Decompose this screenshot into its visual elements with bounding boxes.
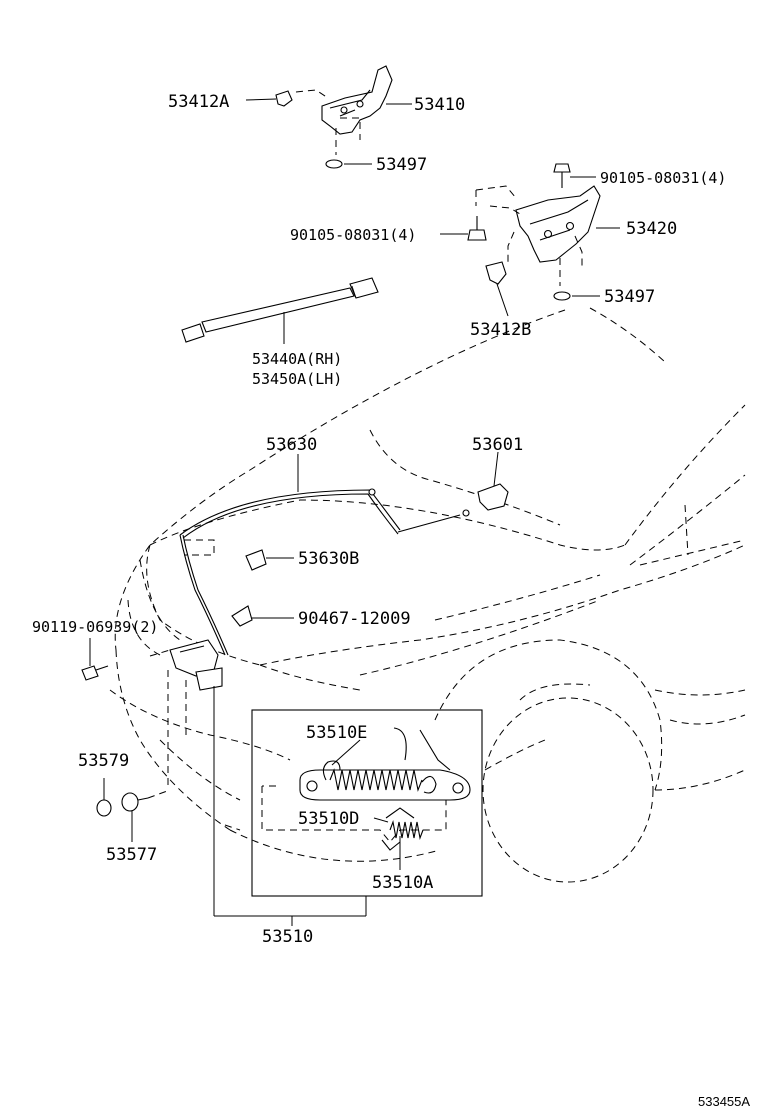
release-lever-53601: [477, 483, 509, 511]
label-53630b: 53630B: [298, 549, 359, 569]
release-cable-53630: [179, 488, 470, 656]
spring-53510a: [389, 819, 424, 841]
bolt-90119: [81, 665, 109, 681]
label-53579: 53579: [78, 751, 129, 771]
label-53412a: 53412A: [168, 92, 229, 112]
label-53420: 53420: [626, 219, 677, 239]
label-53410: 53410: [414, 95, 465, 115]
clamp-53630b: [245, 549, 267, 571]
label-53601: 53601: [472, 435, 523, 455]
label-53412b: 53412B: [470, 320, 531, 340]
hood-lock-assembly-53510: [149, 639, 223, 790]
cushion-53577: [121, 792, 149, 812]
label-53497-right: 53497: [604, 287, 655, 307]
label-53510: 53510: [262, 927, 313, 947]
vehicle-outline: [109, 307, 746, 883]
cushion-53579: [96, 799, 112, 817]
label-53577: 53577: [106, 845, 157, 865]
callout-labels: 53412A 53410 53497 90105-08031(4) 90105-…: [32, 92, 750, 1109]
figure-reference: 533455A: [698, 1094, 750, 1109]
label-90467: 90467-12009: [298, 609, 411, 629]
label-53510d: 53510D: [298, 809, 359, 829]
label-53510a: 53510A: [372, 873, 433, 893]
label-90105-right: 90105-08031(4): [600, 169, 726, 187]
spring-53510e: [329, 768, 423, 792]
label-90119: 90119-06939(2): [32, 618, 158, 636]
label-53510e: 53510E: [306, 723, 367, 743]
washer-53497-right: [553, 291, 571, 301]
clip-53412b: [485, 261, 507, 285]
label-53440a: 53440A(RH): [252, 350, 342, 368]
clip-53412a: [275, 90, 293, 107]
label-53630: 53630: [266, 435, 317, 455]
hinge-53410: [295, 65, 393, 155]
label-53450a: 53450A(LH): [252, 370, 342, 388]
hinge-53420: [475, 163, 601, 286]
detail-latch-plate: [261, 727, 471, 851]
label-53497-top: 53497: [376, 155, 427, 175]
bolt-90105-left: [467, 216, 487, 241]
detail-box: [251, 709, 483, 897]
washer-53497-top: [325, 159, 343, 169]
hood-support-strut: [181, 277, 379, 343]
label-90105-left: 90105-08031(4): [290, 226, 416, 244]
clip-90467: [231, 605, 253, 627]
